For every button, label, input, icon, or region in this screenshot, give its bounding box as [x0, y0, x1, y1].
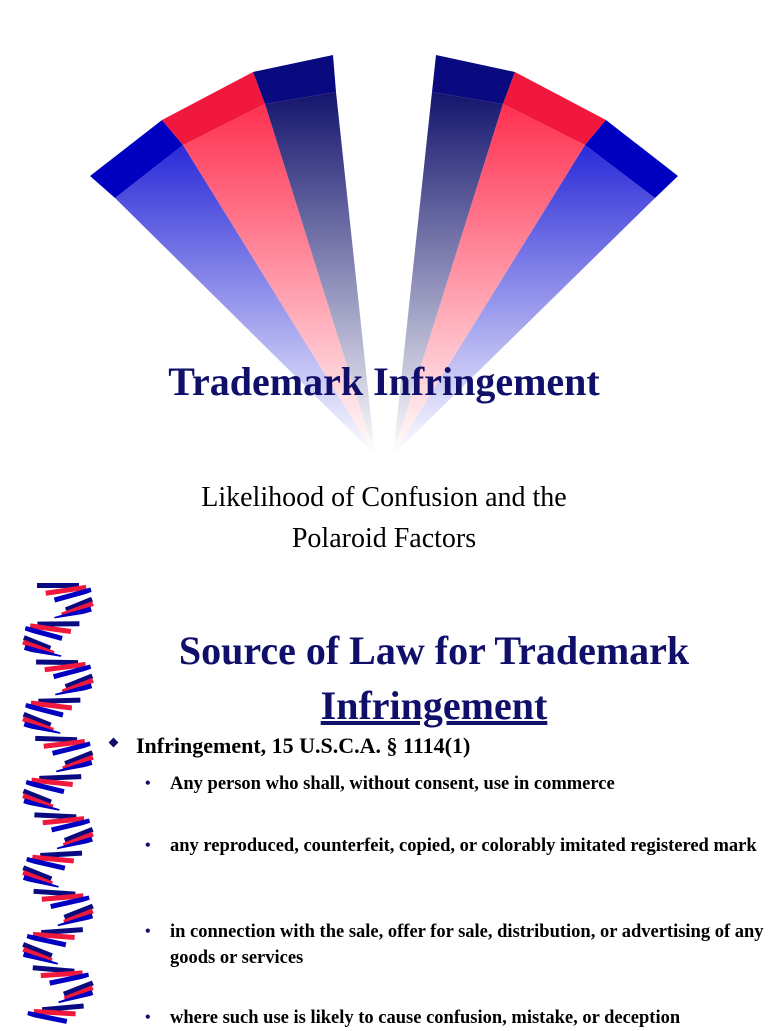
- helix-stripe: [22, 706, 57, 724]
- helix-stripe: [38, 697, 81, 704]
- title-line-2: Infringement: [320, 683, 548, 728]
- helix-stripe: [36, 659, 79, 666]
- sub-bullet: • in connection with the sale, offer for…: [145, 919, 768, 971]
- helix-stripe: [25, 780, 65, 795]
- subtitle-line-1: Likelihood of Confusion and the: [201, 482, 567, 513]
- helix-stripe: [22, 865, 53, 882]
- helix-stripe: [22, 860, 58, 877]
- helix-stripe: [32, 931, 75, 940]
- diamond-bullet-icon: [108, 737, 119, 748]
- helix-stripe: [33, 888, 76, 897]
- sub-bullet-text: in connection with the sale, offer for s…: [170, 922, 764, 968]
- helix-stripe: [64, 596, 93, 613]
- bullet-dot-icon: •: [145, 775, 151, 792]
- helix-stripe: [22, 942, 53, 959]
- helix-stripe: [40, 970, 83, 979]
- fan-right: [393, 55, 678, 455]
- helix-stripe: [32, 854, 75, 864]
- main-bullet: Infringement, 15 U.S.C.A. § 1114(1): [108, 733, 768, 759]
- bullet-dot-icon: •: [145, 1009, 151, 1026]
- helix-stripe: [42, 816, 85, 826]
- slide-subtitle: Likelihood of Confusion and the Polaroid…: [0, 477, 768, 559]
- helix-stripe: [41, 927, 84, 936]
- helix-stripe: [27, 1011, 68, 1024]
- bullet-dot-icon: •: [145, 837, 151, 854]
- sub-bullet: • Any person who shall, without consent,…: [145, 771, 768, 797]
- helix-stripe: [34, 812, 77, 820]
- helix-stripe: [22, 937, 59, 954]
- helix-stripe: [62, 980, 94, 997]
- helix-stripe: [22, 788, 52, 805]
- helix-stripe: [59, 745, 94, 762]
- helix-decoration: [22, 583, 94, 1024]
- helix-stripe: [57, 975, 94, 992]
- helix-stripe: [23, 1014, 60, 1024]
- helix-stripe: [63, 903, 94, 920]
- helix-stripe: [58, 822, 94, 839]
- helix-stripe: [64, 673, 94, 690]
- helix-stripe: [39, 774, 82, 781]
- helix-stripe: [26, 934, 67, 948]
- helix-stripe: [32, 965, 75, 974]
- helix-stripe: [63, 827, 94, 843]
- helix-stripe: [43, 739, 86, 749]
- helix-stripe: [22, 629, 56, 647]
- sub-bullet-text: any reproduced, counterfeit, copied, or …: [170, 836, 757, 856]
- helix-stripe: [37, 621, 80, 627]
- helix-stripe: [60, 668, 94, 685]
- bullet-list: Infringement, 15 U.S.C.A. § 1114(1) • An…: [108, 733, 768, 1028]
- helix-stripe: [64, 750, 94, 766]
- helix-stripe: [40, 850, 83, 858]
- fan-left: [90, 55, 375, 455]
- helix-stripe: [57, 898, 94, 915]
- helix-stripe: [41, 893, 84, 902]
- bullet-dot-icon: •: [145, 923, 151, 940]
- helix-stripe: [31, 777, 73, 787]
- main-bullet-text: Infringement, 15 U.S.C.A. § 1114(1): [136, 733, 471, 758]
- helix-stripe: [24, 626, 63, 641]
- helix-stripe: [51, 741, 91, 756]
- helix-stripe: [24, 703, 64, 718]
- subtitle-line-2: Polaroid Factors: [291, 523, 477, 554]
- helix-stripe: [50, 895, 90, 909]
- helix-stripe: [35, 735, 78, 743]
- sub-bullet: • any reproduced, counterfeit, copied, o…: [145, 833, 768, 859]
- helix-stripe: [49, 972, 90, 986]
- helix-stripe: [53, 587, 92, 603]
- title-slide: Trademark Infringement Likelihood of Con…: [0, 55, 768, 559]
- sub-bullet-text: where such use is likely to cause confus…: [170, 1008, 681, 1028]
- content-slide-title: Source of Law for Trademark Infringement: [90, 623, 768, 733]
- helix-stripe: [44, 661, 86, 673]
- sub-bullet: • where such use is likely to cause conf…: [145, 1005, 768, 1031]
- slide-title: Trademark Infringement: [168, 359, 600, 404]
- helix-stripe: [30, 700, 73, 711]
- helix-stripe: [52, 664, 92, 680]
- content-slide: Source of Law for Trademark Infringement…: [0, 565, 768, 1028]
- helix-stripe: [22, 711, 52, 728]
- helix-stripe: [29, 623, 72, 634]
- helix-stripe: [45, 584, 87, 596]
- helix-stripe: [37, 583, 79, 588]
- helix-stripe: [51, 818, 91, 833]
- title-line-1: Source of Law for Trademark: [178, 628, 690, 673]
- helix-stripe: [22, 783, 57, 800]
- helix-stripe: [25, 857, 66, 871]
- fan-graphic: [90, 55, 678, 455]
- sub-bullet-text: Any person who shall, without consent, u…: [170, 774, 615, 794]
- helix-stripe: [60, 591, 94, 608]
- helix-stripe: [22, 635, 52, 651]
